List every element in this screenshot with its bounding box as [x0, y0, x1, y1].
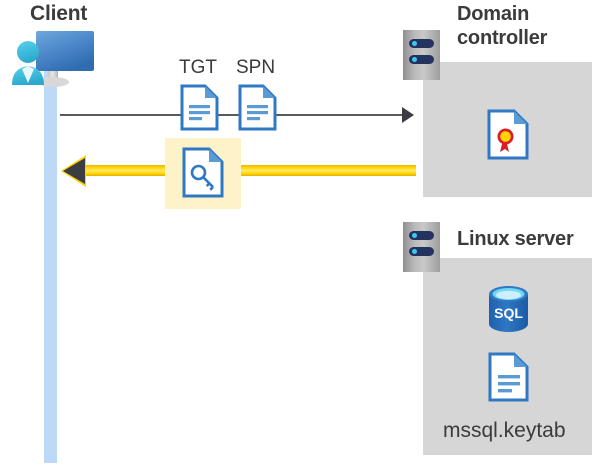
keytab-file-label: mssql.keytab	[443, 419, 566, 442]
response-arrow-line-right	[239, 165, 416, 176]
domain-controller-title-line1: Domain	[457, 3, 530, 25]
certificate-document-icon	[487, 109, 529, 160]
linux-server-title: Linux server	[457, 228, 574, 250]
keytab-document-icon	[488, 352, 529, 402]
spn-document-icon	[238, 84, 277, 131]
server-bar	[409, 231, 434, 240]
spn-label: SPN	[236, 57, 276, 78]
sql-database-icon: SQL	[487, 283, 530, 335]
tgt-label: TGT	[179, 57, 217, 78]
server-bar	[409, 247, 434, 256]
domain-controller-title-line2: controller	[457, 27, 548, 49]
tgt-document-icon	[180, 84, 219, 131]
key-document-icon	[182, 147, 224, 198]
server-bar	[409, 55, 434, 64]
request-arrow-line	[60, 114, 408, 116]
request-arrow-head	[402, 107, 414, 123]
server-led	[412, 41, 417, 46]
response-arrow-head	[63, 158, 85, 184]
client-label: Client	[30, 2, 88, 25]
server-bar	[409, 39, 434, 48]
server-led	[412, 233, 417, 238]
sql-icon-label: SQL	[494, 305, 523, 321]
linux-server-server-icon	[403, 222, 440, 272]
response-arrow-line-left	[83, 165, 167, 176]
server-led	[412, 57, 417, 62]
server-led	[412, 249, 417, 254]
client-workstation-icon	[8, 27, 98, 89]
domain-controller-server-icon	[403, 30, 440, 80]
client-lifeline	[44, 62, 57, 463]
